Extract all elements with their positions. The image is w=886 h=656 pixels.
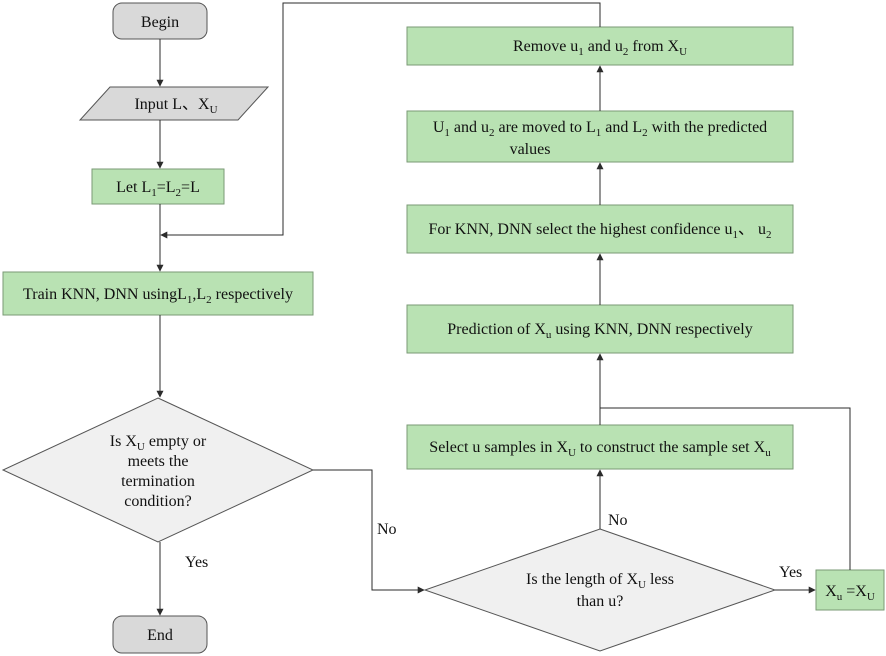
assign-label: Xu =XU [825, 583, 875, 603]
length-line-2: than u? [577, 593, 624, 610]
predict-label: Prediction of Xu using KNN, DNN respecti… [447, 321, 752, 341]
termination-decision: Is XU empty or meets the termination con… [1, 397, 315, 543]
condition-line-1: Is XU empty or [110, 433, 207, 453]
condition-line-4: condition? [124, 493, 192, 510]
select-label: Select u samples in XU to construct the … [429, 439, 771, 459]
condition-yes-label: Yes [185, 554, 208, 571]
choose-node: For KNN, DNN select the highest confiden… [406, 204, 794, 254]
move-node: U1 and u2 are moved to L1 and L2 with th… [406, 110, 794, 163]
input-label: Input L、XU [134, 96, 217, 116]
begin-node: Begin [112, 2, 208, 40]
end-label: End [147, 627, 173, 644]
train-node: Train KNN, DNN usingL1,L2 respectively [2, 271, 314, 316]
begin-label: Begin [141, 14, 179, 31]
edge-assign-to-predict-loop [600, 407, 851, 570]
move-line-1: U1 and u2 are moved to L1 and L2 with th… [433, 119, 767, 139]
end-node: End [112, 615, 208, 654]
train-label: Train KNN, DNN usingL1,L2 respectively [23, 286, 293, 306]
assign-node: Xu =XU [815, 569, 885, 611]
remove-label: Remove u1 and u2 from XU [513, 38, 687, 58]
move-line-2: values [510, 141, 551, 158]
predict-node: Prediction of Xu using KNN, DNN respecti… [406, 304, 794, 354]
choose-label: For KNN, DNN select the highest confiden… [429, 221, 772, 241]
length-line-1: Is the length of XU less [526, 571, 674, 591]
edge-condition-no-to-length [313, 469, 425, 594]
remove-node: Remove u1 and u2 from XU [406, 26, 794, 66]
condition-no-label: No [377, 521, 397, 538]
select-node: Select u samples in XU to construct the … [406, 424, 794, 470]
condition-line-3: termination [121, 473, 195, 490]
length-yes-label: Yes [779, 564, 802, 581]
input-node: Input L、XU [78, 86, 270, 121]
length-decision: Is the length of XU less than u? [423, 528, 777, 652]
edge-remove-loop-to-train [160, 2, 601, 239]
let-label: Let L1=L2=L [116, 179, 200, 199]
condition-line-2: meets the [128, 453, 189, 470]
let-node: Let L1=L2=L [91, 168, 225, 205]
length-no-label: No [608, 512, 628, 529]
